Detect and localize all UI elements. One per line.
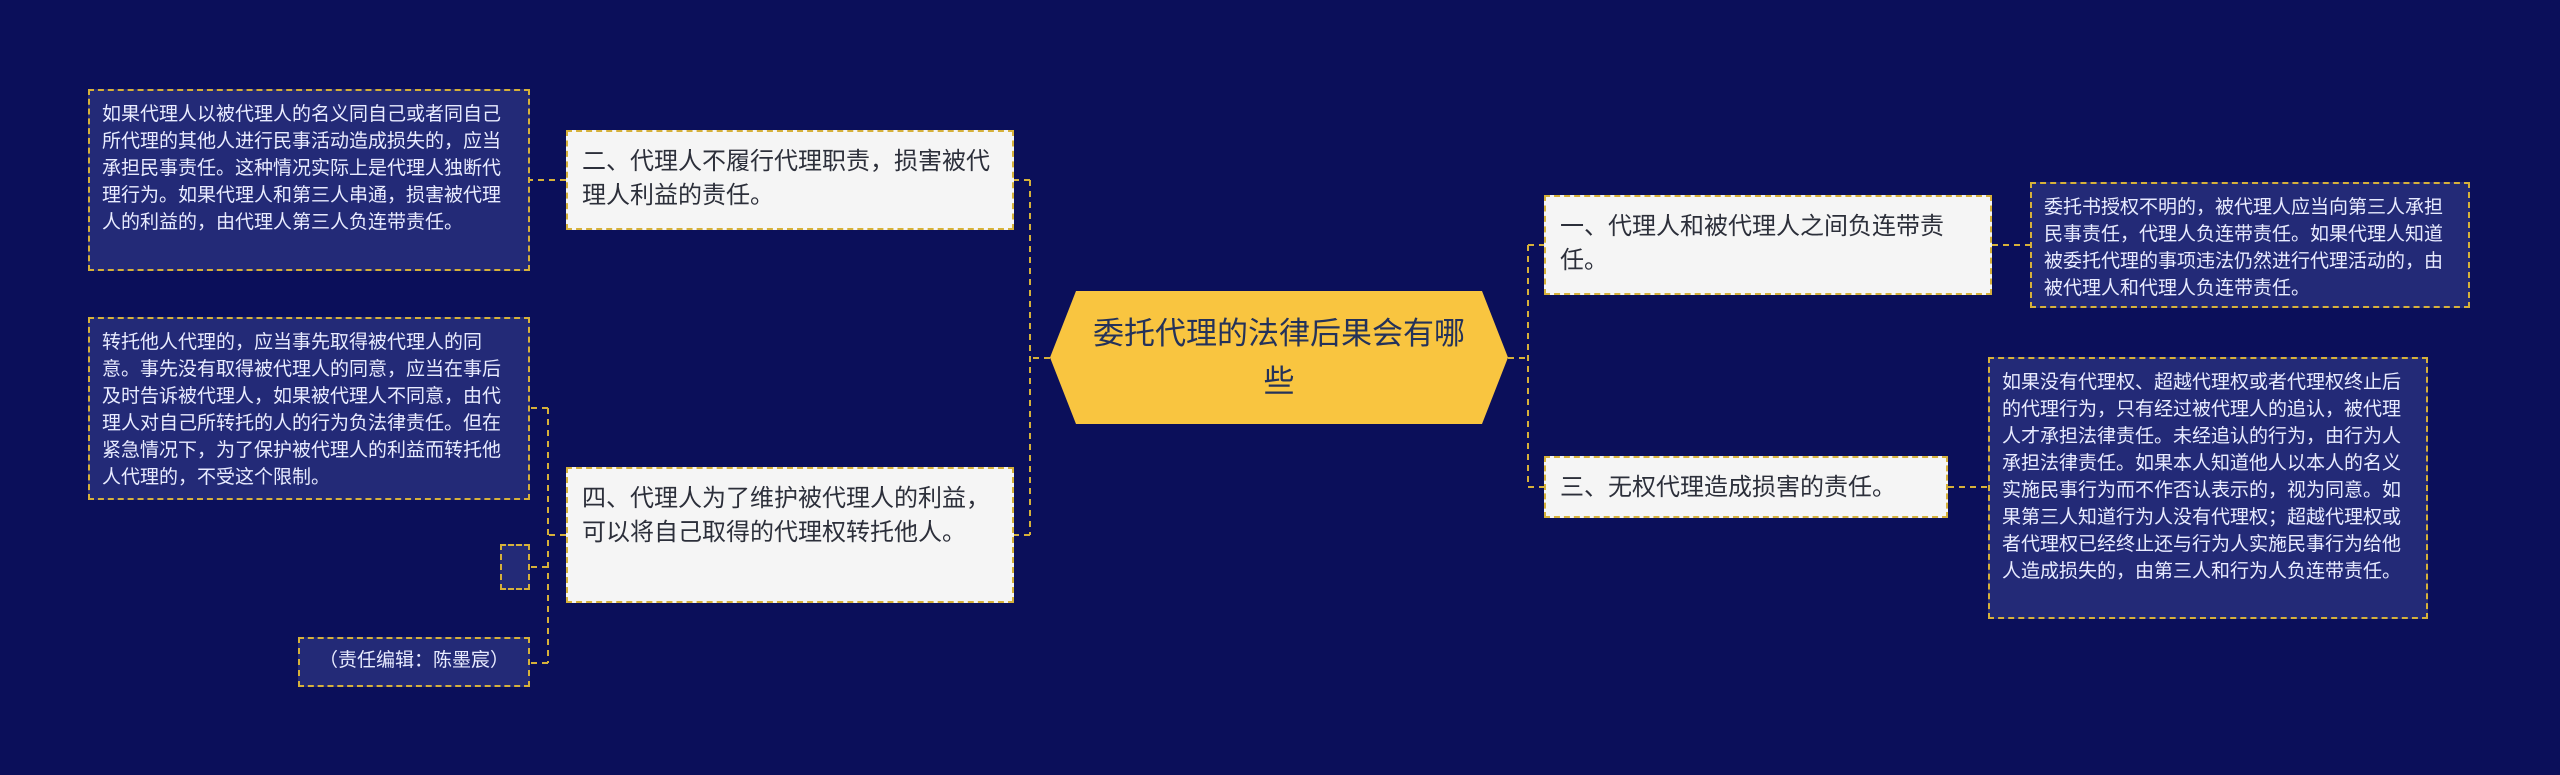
connector-center-left xyxy=(1029,180,1050,535)
connector-branch-4-left xyxy=(547,408,566,663)
leaf-note-4[interactable]: 如果没有代理权、超越代理权或者代理权终止后的代理行为，只有经过被代理人的追认，被… xyxy=(1988,357,2428,619)
branch-label: 四、代理人为了维护被代理人的利益，可以将自己取得的代理权转托他人。 xyxy=(582,484,990,546)
credit-note[interactable]: （责任编辑：陈墨宸） xyxy=(298,637,530,687)
central-topic-label: 委托代理的法律后果会有哪些 xyxy=(1093,315,1465,400)
branch-4[interactable]: 四、代理人为了维护被代理人的利益，可以将自己取得的代理权转托他人。 xyxy=(566,467,1014,603)
credit-text: （责任编辑：陈墨宸） xyxy=(318,649,509,671)
leaf-text: 委托书授权不明的，被代理人应当向第三人承担民事责任，代理人负连带责任。如果代理人… xyxy=(2044,196,2444,299)
connector-center-right xyxy=(1508,245,1529,487)
branch-2[interactable]: 二、代理人不履行代理职责，损害被代理人利益的责任。 xyxy=(566,130,1014,230)
branch-1[interactable]: 一、代理人和被代理人之间负连带责任。 xyxy=(1544,195,1992,295)
branch-label: 一、代理人和被代理人之间负连带责任。 xyxy=(1560,212,1944,274)
empty-node[interactable] xyxy=(500,544,530,590)
leaf-note-3[interactable]: 委托书授权不明的，被代理人应当向第三人承担民事责任，代理人负连带责任。如果代理人… xyxy=(2030,182,2470,308)
leaf-note-2[interactable]: 转托他人代理的，应当事先取得被代理人的同意。事先没有取得被代理人的同意，应当在事… xyxy=(88,317,530,500)
leaf-text: 如果没有代理权、超越代理权或者代理权终止后的代理行为，只有经过被代理人的追认，被… xyxy=(2002,371,2402,582)
branch-3[interactable]: 三、无权代理造成损害的责任。 xyxy=(1544,456,1948,518)
leaf-text: 如果代理人以被代理人的名义同自己或者同自己所代理的其他人进行民事活动造成损失的，… xyxy=(102,103,502,233)
central-topic[interactable]: 委托代理的法律后果会有哪些 xyxy=(1050,291,1508,424)
leaf-text: 转托他人代理的，应当事先取得被代理人的同意。事先没有取得被代理人的同意，应当在事… xyxy=(102,331,502,488)
branch-label: 三、无权代理造成损害的责任。 xyxy=(1560,473,1896,501)
leaf-note-1[interactable]: 如果代理人以被代理人的名义同自己或者同自己所代理的其他人进行民事活动造成损失的，… xyxy=(88,89,530,271)
branch-label: 二、代理人不履行代理职责，损害被代理人利益的责任。 xyxy=(582,147,990,209)
